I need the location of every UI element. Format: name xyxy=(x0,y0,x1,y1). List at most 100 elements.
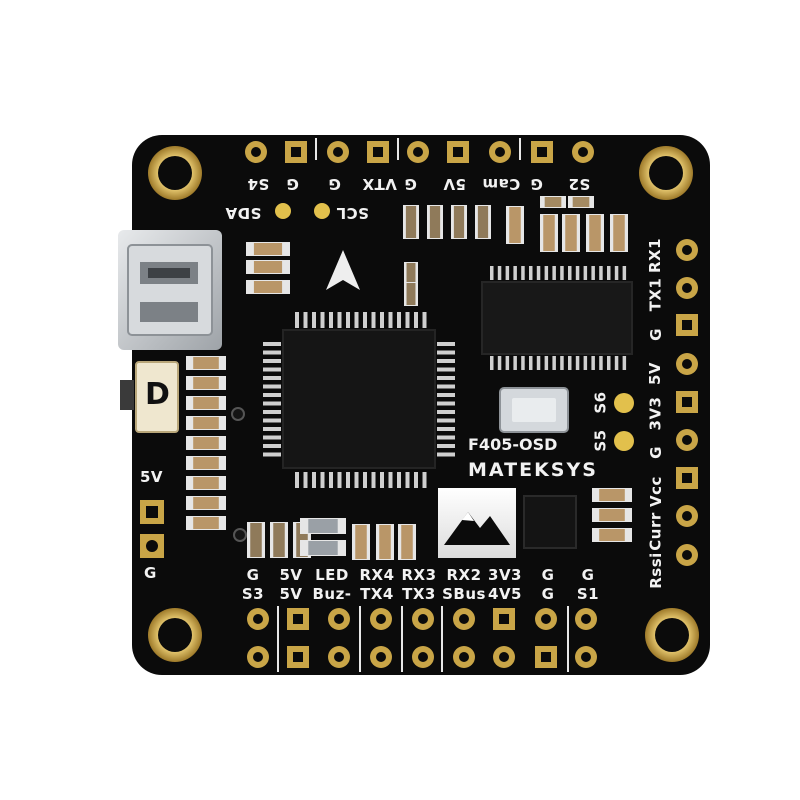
boot-button xyxy=(120,361,179,433)
bottom-label-rx4: RX4 xyxy=(359,566,395,584)
right-pad xyxy=(676,505,698,527)
smd-part xyxy=(186,396,226,410)
bottom-pad xyxy=(535,608,557,630)
bottom-label-tx3: TX3 xyxy=(402,585,436,603)
board-model-label: F405-OSD xyxy=(468,435,558,454)
right-pad xyxy=(676,239,698,261)
bottom-label-led: LED xyxy=(315,566,349,584)
top-pad xyxy=(407,141,429,163)
smd-part xyxy=(586,214,604,252)
bottom-label-rx2: RX2 xyxy=(446,566,482,584)
bottom-pad xyxy=(287,646,309,668)
right-pad xyxy=(676,391,698,413)
bottom-pad xyxy=(370,646,392,668)
top-pad xyxy=(531,141,553,163)
bottom-label-3v3: 3V3 xyxy=(488,566,522,584)
bottom-silk-lines xyxy=(277,606,569,672)
left-g-label: G xyxy=(144,564,157,582)
right-pad xyxy=(676,467,698,489)
bottom-pad xyxy=(412,646,434,668)
bottom-pad xyxy=(287,608,309,630)
orientation-arrow-icon xyxy=(326,250,360,290)
smd-part xyxy=(246,260,290,274)
right-pad xyxy=(676,353,698,375)
top-label-5v: 5V xyxy=(443,175,467,193)
smd-part xyxy=(404,282,418,306)
right-pad xyxy=(676,429,698,451)
right-label-rx1: RX1 xyxy=(646,237,665,274)
bottom-label-g: G xyxy=(581,566,595,584)
crystal-oscillator xyxy=(499,387,569,433)
bottom-pad xyxy=(493,608,515,630)
right-label-5v: 5V xyxy=(646,362,665,386)
scl-pad xyxy=(314,203,330,219)
right-label-vcc: Vcc xyxy=(646,476,665,508)
top-pad xyxy=(367,141,389,163)
smd-part xyxy=(403,205,419,239)
smd-part xyxy=(562,214,580,252)
smd-components xyxy=(186,196,632,560)
right-pad xyxy=(676,314,698,336)
board-brand-label: MATEKSYS xyxy=(468,459,598,481)
smd-part xyxy=(246,242,290,256)
right-pad xyxy=(676,277,698,299)
scl-label: SCL xyxy=(336,204,369,222)
smd-part xyxy=(186,436,226,450)
smd-part xyxy=(300,540,346,556)
left-5v-label: 5V xyxy=(140,468,164,486)
s5-label: S5 xyxy=(591,429,610,452)
right-label-g: G xyxy=(646,327,665,341)
smd-part xyxy=(186,416,226,430)
bottom-solder-pads xyxy=(247,608,597,668)
main-mcu-chip xyxy=(263,312,455,488)
s6-label: S6 xyxy=(591,391,610,414)
top-pad xyxy=(572,141,594,163)
bottom-pad xyxy=(370,608,392,630)
smd-part xyxy=(398,524,416,560)
bottom-pad xyxy=(453,608,475,630)
bottom-pad xyxy=(453,646,475,668)
bottom-label-tx4: TX4 xyxy=(360,585,394,603)
bottom-label-4v5: 4V5 xyxy=(488,585,522,603)
smd-part xyxy=(404,262,418,286)
sda-pad xyxy=(275,203,291,219)
usb-connector xyxy=(118,230,222,350)
right-label-rssi: Rssi xyxy=(646,552,665,589)
smd-part xyxy=(186,356,226,370)
smd-part xyxy=(247,522,265,558)
top-pad xyxy=(447,141,469,163)
bottom-pad xyxy=(575,608,597,630)
bottom-label-rx3: RX3 xyxy=(401,566,437,584)
left-solder-pads xyxy=(140,500,164,558)
top-pad xyxy=(489,141,511,163)
smd-part xyxy=(186,496,226,510)
bottom-label-g: G xyxy=(541,566,555,584)
bottom-pad xyxy=(247,646,269,668)
top-pad xyxy=(285,141,307,163)
osd-chip xyxy=(481,266,633,370)
top-label-s4: S4 xyxy=(247,175,270,193)
top-label-g: G xyxy=(286,175,299,193)
right-label-tx1: TX1 xyxy=(646,278,665,312)
boot-button-letter: D xyxy=(145,377,170,412)
s6-pad xyxy=(614,393,634,413)
bottom-pad xyxy=(535,646,557,668)
bottom-pad xyxy=(328,608,350,630)
right-solder-pads xyxy=(676,239,698,566)
bottom-label-g: G xyxy=(246,566,260,584)
right-pad xyxy=(676,544,698,566)
bottom-pad xyxy=(328,646,350,668)
top-label-g: G xyxy=(328,175,341,193)
small-ic xyxy=(523,495,577,549)
top-label-s2: S2 xyxy=(568,175,591,193)
bottom-label-5v: 5V xyxy=(279,585,303,603)
smd-part xyxy=(427,205,443,239)
top-label-cam: Cam xyxy=(482,175,521,193)
smd-part xyxy=(592,488,632,502)
smd-part xyxy=(186,516,226,530)
bottom-pad xyxy=(247,608,269,630)
smd-part xyxy=(610,214,628,252)
smd-part xyxy=(475,205,491,239)
